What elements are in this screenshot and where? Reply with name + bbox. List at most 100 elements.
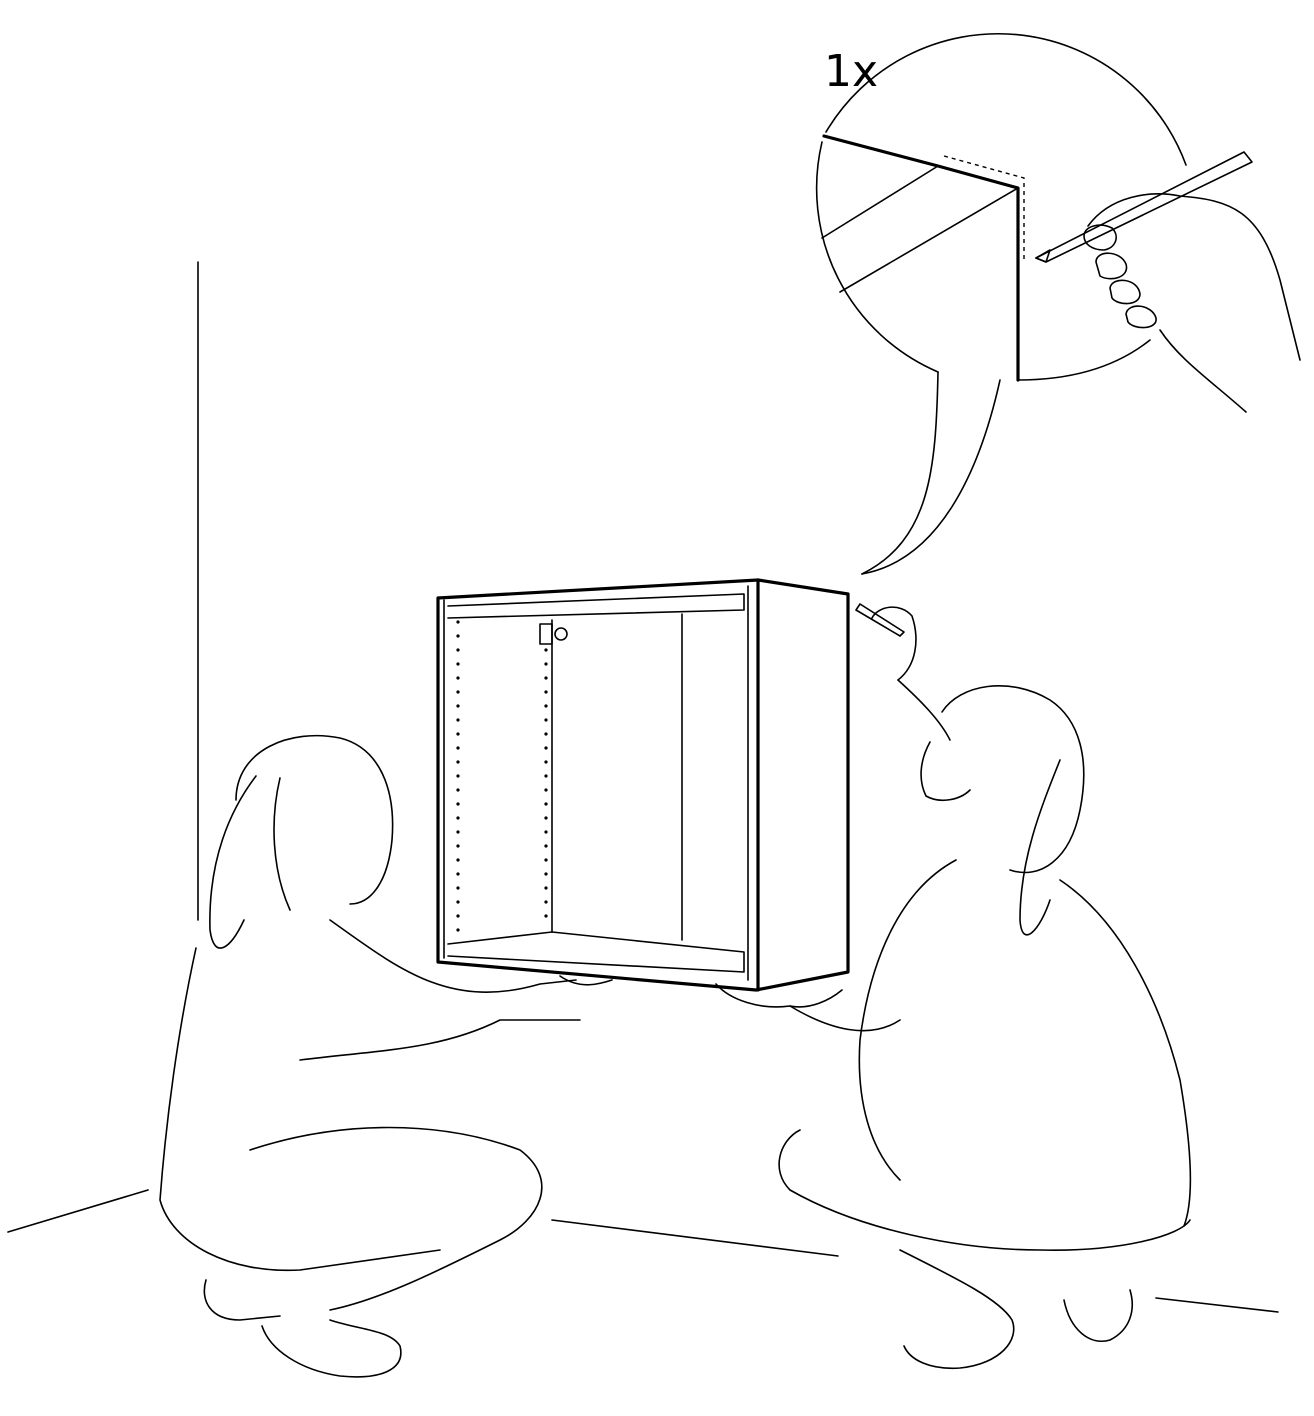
shelf-pin-hole [544, 788, 548, 792]
shelf-pin-hole [544, 914, 548, 918]
quantity-label: 1x [824, 46, 879, 97]
right-person-shoe-back [1063, 1289, 1133, 1342]
shelf-pin-hole [456, 746, 460, 750]
shelf-pin-hole [456, 620, 460, 624]
left-person-shoe-front [261, 1319, 402, 1378]
zoom-thumb [1083, 224, 1117, 251]
shelf-pin-hole [456, 774, 460, 778]
left-person-shoe-back [203, 1279, 281, 1321]
zoom-inner-edge-2 [839, 187, 1019, 293]
shelf-pin-hole [456, 690, 460, 694]
shelf-pin-hole [456, 844, 460, 848]
shelf-pin-hole [544, 648, 548, 652]
right-person-face [920, 741, 971, 802]
callout-circle-bottom [1017, 339, 1151, 381]
shelf-pin-hole [544, 900, 548, 904]
floor-line-middle [551, 1219, 839, 1257]
callout-circle-left [815, 141, 939, 373]
bracket-hole [554, 627, 568, 641]
right-person-arm [789, 1005, 901, 1032]
shelf-pin-hole [544, 718, 548, 722]
shelf-pin-hole [544, 676, 548, 680]
pencil [855, 603, 905, 637]
shelf-pin-hole [544, 704, 548, 708]
cabinet-top-panel [447, 593, 745, 619]
floor-line-left [7, 1189, 149, 1233]
zoom-wrist [1159, 329, 1247, 413]
wall-cabinet [436, 578, 850, 992]
shelf-pin-hole [456, 802, 460, 806]
left-person-hand [559, 975, 613, 986]
shelf-pin-hole [456, 648, 460, 652]
detail-callout [815, 32, 1301, 575]
shelf-pin-hole [456, 634, 460, 638]
shelf-pin-hole [456, 788, 460, 792]
shelf-pin-hole [456, 886, 460, 890]
left-person-head [235, 734, 394, 905]
callout-tail-left [861, 371, 939, 575]
left-person-legs [249, 1126, 543, 1311]
right-person-raised-hand [871, 606, 917, 681]
zoom-inner-edge-1 [821, 165, 939, 239]
shelf-pin-hole [456, 830, 460, 834]
shelf-pin-hole [544, 774, 548, 778]
shelf-pin-hole [544, 760, 548, 764]
shelf-pin-hole [544, 816, 548, 820]
zoom-finger-1 [1095, 252, 1128, 280]
zoom-finger-3 [1125, 305, 1157, 329]
right-person-front [858, 859, 957, 1181]
shelf-pin-hole [456, 718, 460, 722]
shelf-pin-hole [544, 872, 548, 876]
left-person-hair [273, 777, 291, 911]
shelf-pin-hole [544, 690, 548, 694]
zoom-hand-back [1087, 193, 1301, 361]
zoom-finger-2 [1109, 279, 1141, 305]
right-person-shoe-front [899, 1249, 1015, 1370]
zoom-pencil-mark [943, 155, 1025, 260]
shelf-pin-hole [544, 802, 548, 806]
left-person-forearm [299, 1019, 581, 1061]
cabinet-outline [436, 578, 850, 992]
right-person-head [941, 684, 1085, 874]
shelf-pin-hole [544, 662, 548, 666]
shelf-pin-hole [456, 900, 460, 904]
shelf-pin-hole [544, 858, 548, 862]
shelf-pin-hole [544, 746, 548, 750]
shelf-pin-hole [544, 886, 548, 890]
hanging-bracket [539, 623, 553, 645]
left-person-arm [329, 919, 577, 993]
zoom-hand-with-pencil [1035, 151, 1301, 413]
shelf-pin-hole [456, 676, 460, 680]
right-person-back [1059, 879, 1192, 1227]
cabinet-bottom-panel [447, 931, 745, 973]
person-left [159, 734, 613, 1378]
shelf-pin-hole [544, 732, 548, 736]
room-lines [7, 261, 1279, 1313]
shelf-pin-hole [456, 732, 460, 736]
zoom-cabinet-edge [822, 134, 1020, 382]
shelf-pin-hole [456, 760, 460, 764]
zoom-pencil-tip [1035, 249, 1051, 263]
zoom-pencil [1035, 151, 1253, 263]
shelf-pin-hole [456, 872, 460, 876]
callout-tail-right [861, 379, 1001, 575]
shelf-pin-hole [456, 914, 460, 918]
left-person-ponytail [209, 775, 257, 949]
shelf-pin-hole [544, 830, 548, 834]
callout-circle-top [825, 32, 1187, 166]
shelf-pin-hole [456, 928, 460, 932]
shelf-pin-hole [456, 816, 460, 820]
shelf-pin-hole [544, 844, 548, 848]
right-person-ponytail [1019, 759, 1061, 936]
shelf-pin-holes [456, 620, 548, 932]
floor-line-right [1155, 1297, 1279, 1313]
shelf-pin-hole [456, 858, 460, 862]
right-person-legs [778, 1129, 1191, 1251]
shelf-pin-hole [456, 662, 460, 666]
person-right [715, 603, 1192, 1370]
left-person-back [159, 947, 441, 1272]
shelf-pin-hole [456, 704, 460, 708]
right-person-raised-arm [897, 679, 951, 741]
